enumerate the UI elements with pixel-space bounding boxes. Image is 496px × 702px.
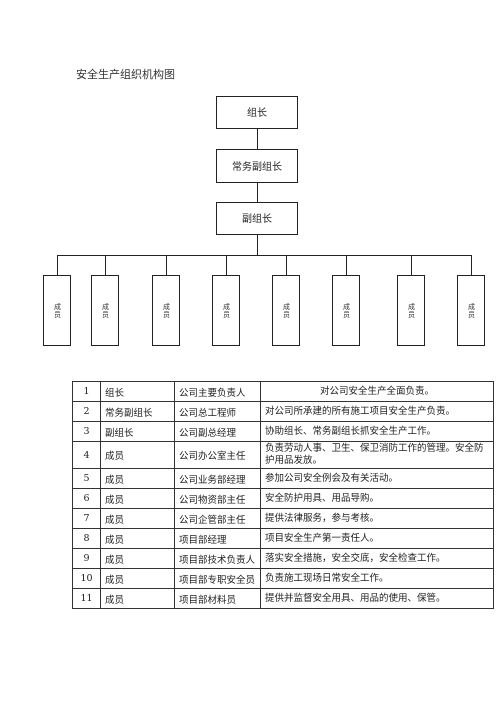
row-number: 4 bbox=[72, 441, 101, 469]
row-number: 7 bbox=[72, 508, 101, 529]
org-node-member-label: 成员 bbox=[282, 302, 291, 319]
row-person: 公司企管部主任 bbox=[174, 508, 261, 529]
org-node-member-label: 成员 bbox=[467, 302, 476, 319]
row-number: 3 bbox=[72, 421, 101, 442]
row-role: 成员 bbox=[100, 528, 175, 549]
connector-line bbox=[471, 255, 472, 275]
row-role: 副组长 bbox=[100, 421, 175, 442]
row-person: 项目部经理 bbox=[174, 528, 261, 549]
org-node-member-label: 成员 bbox=[101, 302, 110, 319]
row-duty: 提供法律服务，参与考核。 bbox=[260, 508, 494, 529]
row-role: 成员 bbox=[100, 508, 175, 529]
org-node-member: 成员 bbox=[43, 275, 71, 346]
row-role: 常务副组长 bbox=[100, 401, 175, 422]
connector-line bbox=[257, 183, 258, 202]
connector-line bbox=[346, 255, 347, 275]
connector-line bbox=[411, 255, 412, 275]
row-number: 2 bbox=[72, 401, 101, 422]
row-duty: 安全防护用具、用品导购。 bbox=[260, 488, 494, 509]
page-title: 安全生产组织机构图 bbox=[76, 68, 175, 81]
row-role: 成员 bbox=[100, 588, 175, 609]
connector-line bbox=[286, 255, 287, 275]
row-duty: 负责劳动人事、卫生、保卫消防工作的管理。安全防护用品发放。 bbox=[260, 441, 494, 469]
org-node-member: 成员 bbox=[397, 275, 425, 346]
org-node-member: 成员 bbox=[212, 275, 240, 346]
row-person: 公司总工程师 bbox=[174, 401, 261, 422]
row-person: 项目部材料员 bbox=[174, 588, 261, 609]
org-node-member-label: 成员 bbox=[222, 302, 231, 319]
org-node-member: 成员 bbox=[272, 275, 300, 346]
connector-line bbox=[257, 235, 258, 255]
row-duty: 协助组长、常务副组长抓安全生产工作。 bbox=[260, 421, 494, 442]
org-node-member-label: 成员 bbox=[53, 302, 62, 319]
row-role: 成员 bbox=[100, 548, 175, 569]
row-number: 6 bbox=[72, 488, 101, 509]
org-node-member: 成员 bbox=[91, 275, 119, 346]
row-number: 11 bbox=[72, 588, 101, 609]
row-role: 成员 bbox=[100, 441, 175, 469]
row-duty: 对公司所承建的所有施工项目安全生产负责。 bbox=[260, 401, 494, 422]
row-person: 项目部技术负责人 bbox=[174, 548, 261, 569]
row-person: 项目部专职安全员 bbox=[174, 568, 261, 589]
org-node-executive-deputy: 常务副组长 bbox=[216, 149, 298, 183]
connector-line bbox=[257, 129, 258, 149]
row-number: 1 bbox=[72, 381, 101, 402]
row-person: 公司办公室主任 bbox=[174, 441, 261, 469]
org-node-member-label: 成员 bbox=[407, 302, 416, 319]
org-node-member: 成员 bbox=[152, 275, 180, 346]
connector-line bbox=[57, 255, 58, 275]
row-person: 公司物资部主任 bbox=[174, 488, 261, 509]
row-role: 成员 bbox=[100, 568, 175, 589]
row-duty: 负责施工现场日常安全工作。 bbox=[260, 568, 494, 589]
org-node-deputy: 副组长 bbox=[216, 202, 298, 235]
row-number: 10 bbox=[72, 568, 101, 589]
connector-line bbox=[226, 255, 227, 275]
connector-line bbox=[166, 255, 167, 275]
org-node-member-label: 成员 bbox=[342, 302, 351, 319]
connector-branch-line bbox=[57, 255, 471, 256]
row-person: 公司业务部经理 bbox=[174, 468, 261, 489]
row-number: 8 bbox=[72, 528, 101, 549]
connector-line bbox=[105, 255, 106, 275]
org-node-leader: 组长 bbox=[216, 96, 298, 129]
row-duty: 落实安全措施，安全交底，安全检查工作。 bbox=[260, 548, 494, 569]
org-node-member: 成员 bbox=[332, 275, 360, 346]
row-duty: 参加公司安全例会及有关活动。 bbox=[260, 468, 494, 489]
row-role: 成员 bbox=[100, 468, 175, 489]
row-number: 5 bbox=[72, 468, 101, 489]
row-role: 成员 bbox=[100, 488, 175, 509]
row-role: 组长 bbox=[100, 381, 175, 402]
org-node-member-label: 成员 bbox=[162, 302, 171, 319]
org-node-member: 成员 bbox=[457, 275, 485, 346]
row-number: 9 bbox=[72, 548, 101, 569]
row-duty: 项目安全生产第一责任人。 bbox=[260, 528, 494, 549]
row-person: 公司主要负责人 bbox=[174, 381, 261, 402]
row-person: 公司副总经理 bbox=[174, 421, 261, 442]
row-duty: 提供并监督安全用具、用品的使用、保管。 bbox=[260, 588, 494, 609]
row-duty: 对公司安全生产全面负责。 bbox=[260, 381, 494, 402]
